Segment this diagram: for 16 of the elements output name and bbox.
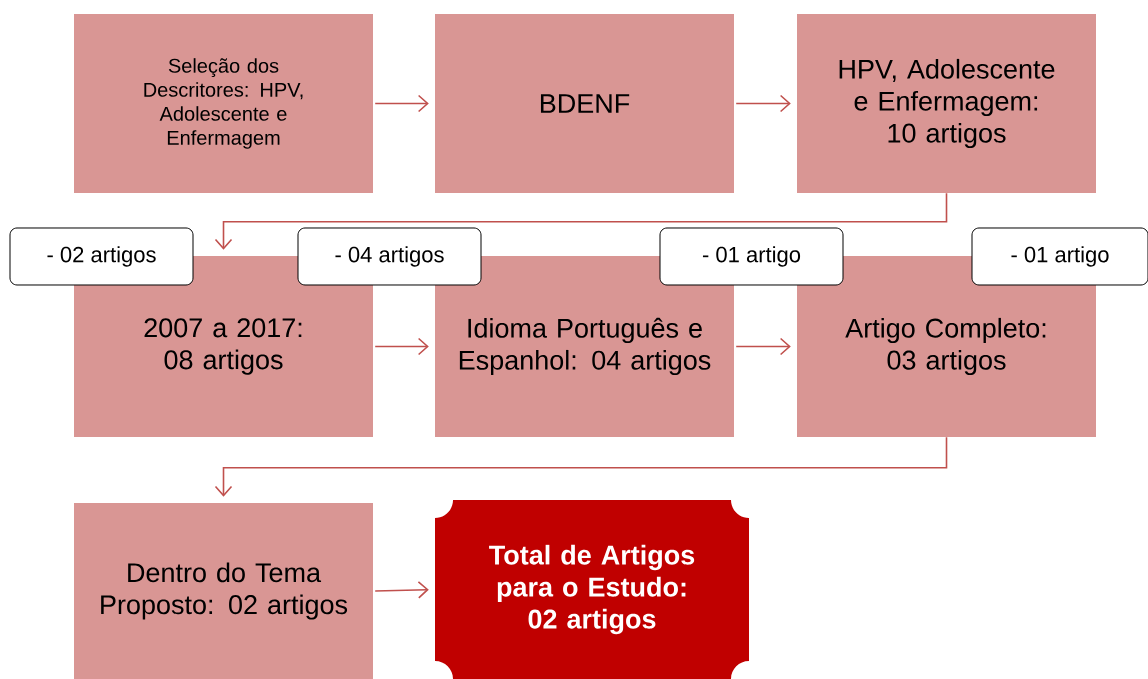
process-box: Dentro do Tema Proposto: 02 artigos [74,503,373,679]
process-box: HPV, Adolescente e Enfermagem: 10 artigos [797,14,1096,193]
arrow [214,436,948,497]
arrow [374,337,429,356]
process-box: Seleção dos Descritores: HPV, Adolescente e Enfermagem [74,14,373,193]
arrow [374,581,429,599]
arrow [735,337,791,356]
arrow [374,94,429,113]
arrow [735,94,791,113]
arrow [214,192,948,250]
callout-box: - 02 artigos [9,227,194,286]
result-box: Total de Artigos para o Estudo: 02 artigos [435,500,749,679]
process-box: BDENF [435,14,734,193]
callout-box: - 01 artigo [659,227,844,286]
callout-box: - 01 artigo [971,227,1148,286]
callout-box: - 04 artigos [297,227,482,286]
